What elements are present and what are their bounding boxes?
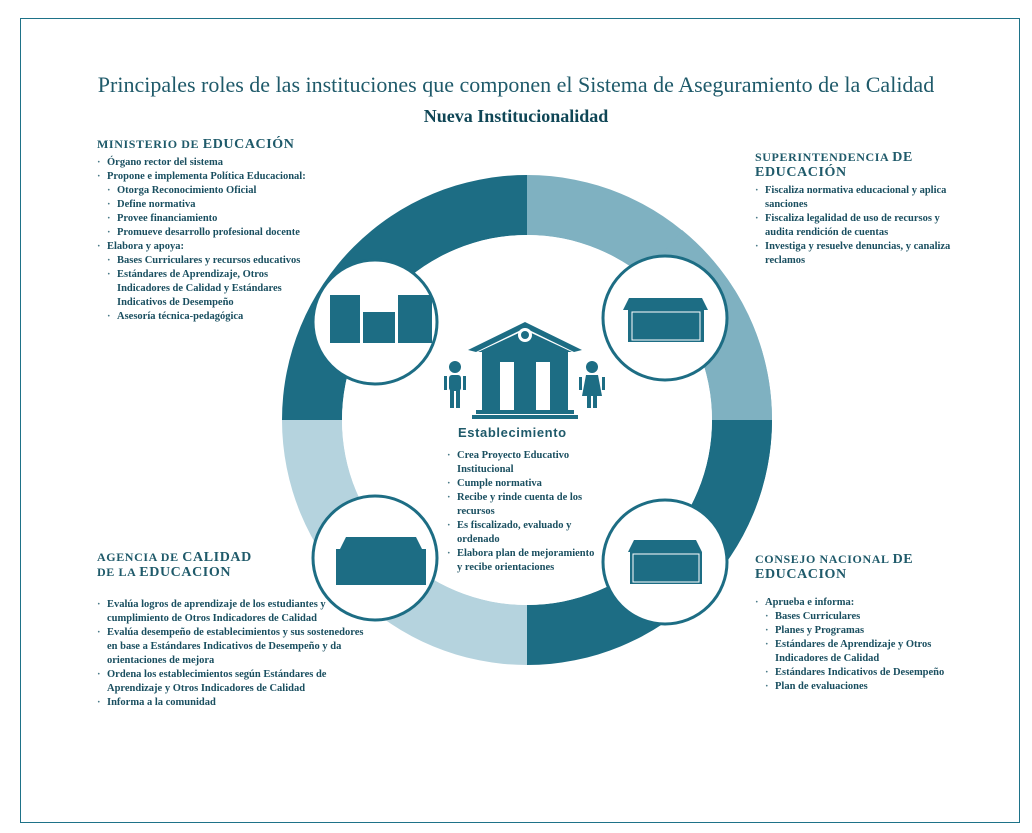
list-item: Propone e implementa Política Educaciona… (97, 170, 307, 184)
list-item: Recibe y rinde cuenta de los recursos (447, 491, 599, 519)
person-left-icon (444, 361, 466, 408)
list-item: Elabora plan de mejoramiento y recibe or… (447, 547, 599, 575)
list-item: Provee financiamiento (97, 212, 307, 226)
list-item: Es fiscalizado, evaluado y ordenado (447, 519, 599, 547)
list-item: Informa a la comunidad (97, 696, 367, 710)
list-item: Fiscaliza legalidad de uso de recursos y… (755, 212, 955, 240)
list-item: Asesoría técnica-pedagógica (97, 310, 307, 324)
node-superintendencia (601, 254, 729, 382)
building-icon (623, 298, 708, 310)
superintendencia-block: SUPERINTENDENCIA DE EDUCACIÓN Fiscaliza … (755, 150, 955, 268)
list-item: Órgano rector del sistema (97, 156, 307, 170)
node-agencia (311, 494, 439, 622)
list-item: Promueve desarrollo profesional docente (97, 226, 307, 240)
establecimiento-list: Crea Proyecto Educativo InstitucionalCum… (447, 449, 599, 575)
list-item: Crea Proyecto Educativo Institucional (447, 449, 599, 477)
list-item: Evalúa desempeño de establecimientos y s… (97, 626, 367, 668)
ministerio-list: Órgano rector del sistemaPropone e imple… (97, 156, 307, 324)
building-icon (330, 295, 360, 343)
building-icon (340, 537, 422, 549)
list-item: Define normativa (97, 198, 307, 212)
superintendencia-heading: SUPERINTENDENCIA DE EDUCACIÓN (755, 150, 913, 180)
list-item: Ordena los establecimientos según Estánd… (97, 668, 367, 696)
list-item: Bases Curriculares y recursos educativos (97, 254, 307, 268)
establecimiento-block: Crea Proyecto Educativo InstitucionalCum… (447, 445, 599, 575)
list-item: Estándares de Aprendizaje y Otros Indica… (755, 638, 955, 666)
ministerio-block: MINISTERIO DE EDUCACIÓN Órgano rector de… (97, 137, 307, 324)
ministerio-heading: MINISTERIO DE EDUCACIÓN (97, 137, 295, 152)
list-item: Estándares de Aprendizaje, Otros Indicad… (97, 268, 307, 310)
list-item: Estándares Indicativos de Desempeño (755, 666, 955, 680)
list-item: Otorga Reconocimiento Oficial (97, 184, 307, 198)
node-consejo (601, 498, 729, 626)
school-icon (468, 322, 582, 419)
list-item: Aprueba e informa: (755, 596, 955, 610)
list-item: Plan de evaluaciones (755, 680, 955, 694)
consejo-list: Aprueba e informa:Bases CurricularesPlan… (755, 596, 955, 694)
list-item: Investiga y resuelve denuncias, y canali… (755, 240, 955, 268)
establecimiento-title: Establecimiento (458, 425, 567, 440)
superintendencia-list: Fiscaliza normativa educacional y aplica… (755, 184, 955, 268)
list-item: Cumple normativa (447, 477, 599, 491)
ring-segment-bottom-left (282, 420, 527, 665)
diagram-title: Principales roles de las instituciones q… (97, 72, 935, 97)
person-right-icon (579, 361, 605, 408)
diagram-subtitle: Nueva Institucionalidad (423, 106, 609, 126)
list-item: Fiscaliza normativa educacional y aplica… (755, 184, 955, 212)
node-ministerio (311, 258, 439, 386)
list-item: Evalúa logros de aprendizaje de los estu… (97, 598, 367, 626)
list-item: Elabora y apoya: (97, 240, 307, 254)
building-icon (628, 540, 702, 552)
list-item: Planes y Programas (755, 624, 955, 638)
agencia-list: Evalúa logros de aprendizaje de los estu… (97, 598, 367, 710)
list-item: Bases Curriculares (755, 610, 955, 624)
